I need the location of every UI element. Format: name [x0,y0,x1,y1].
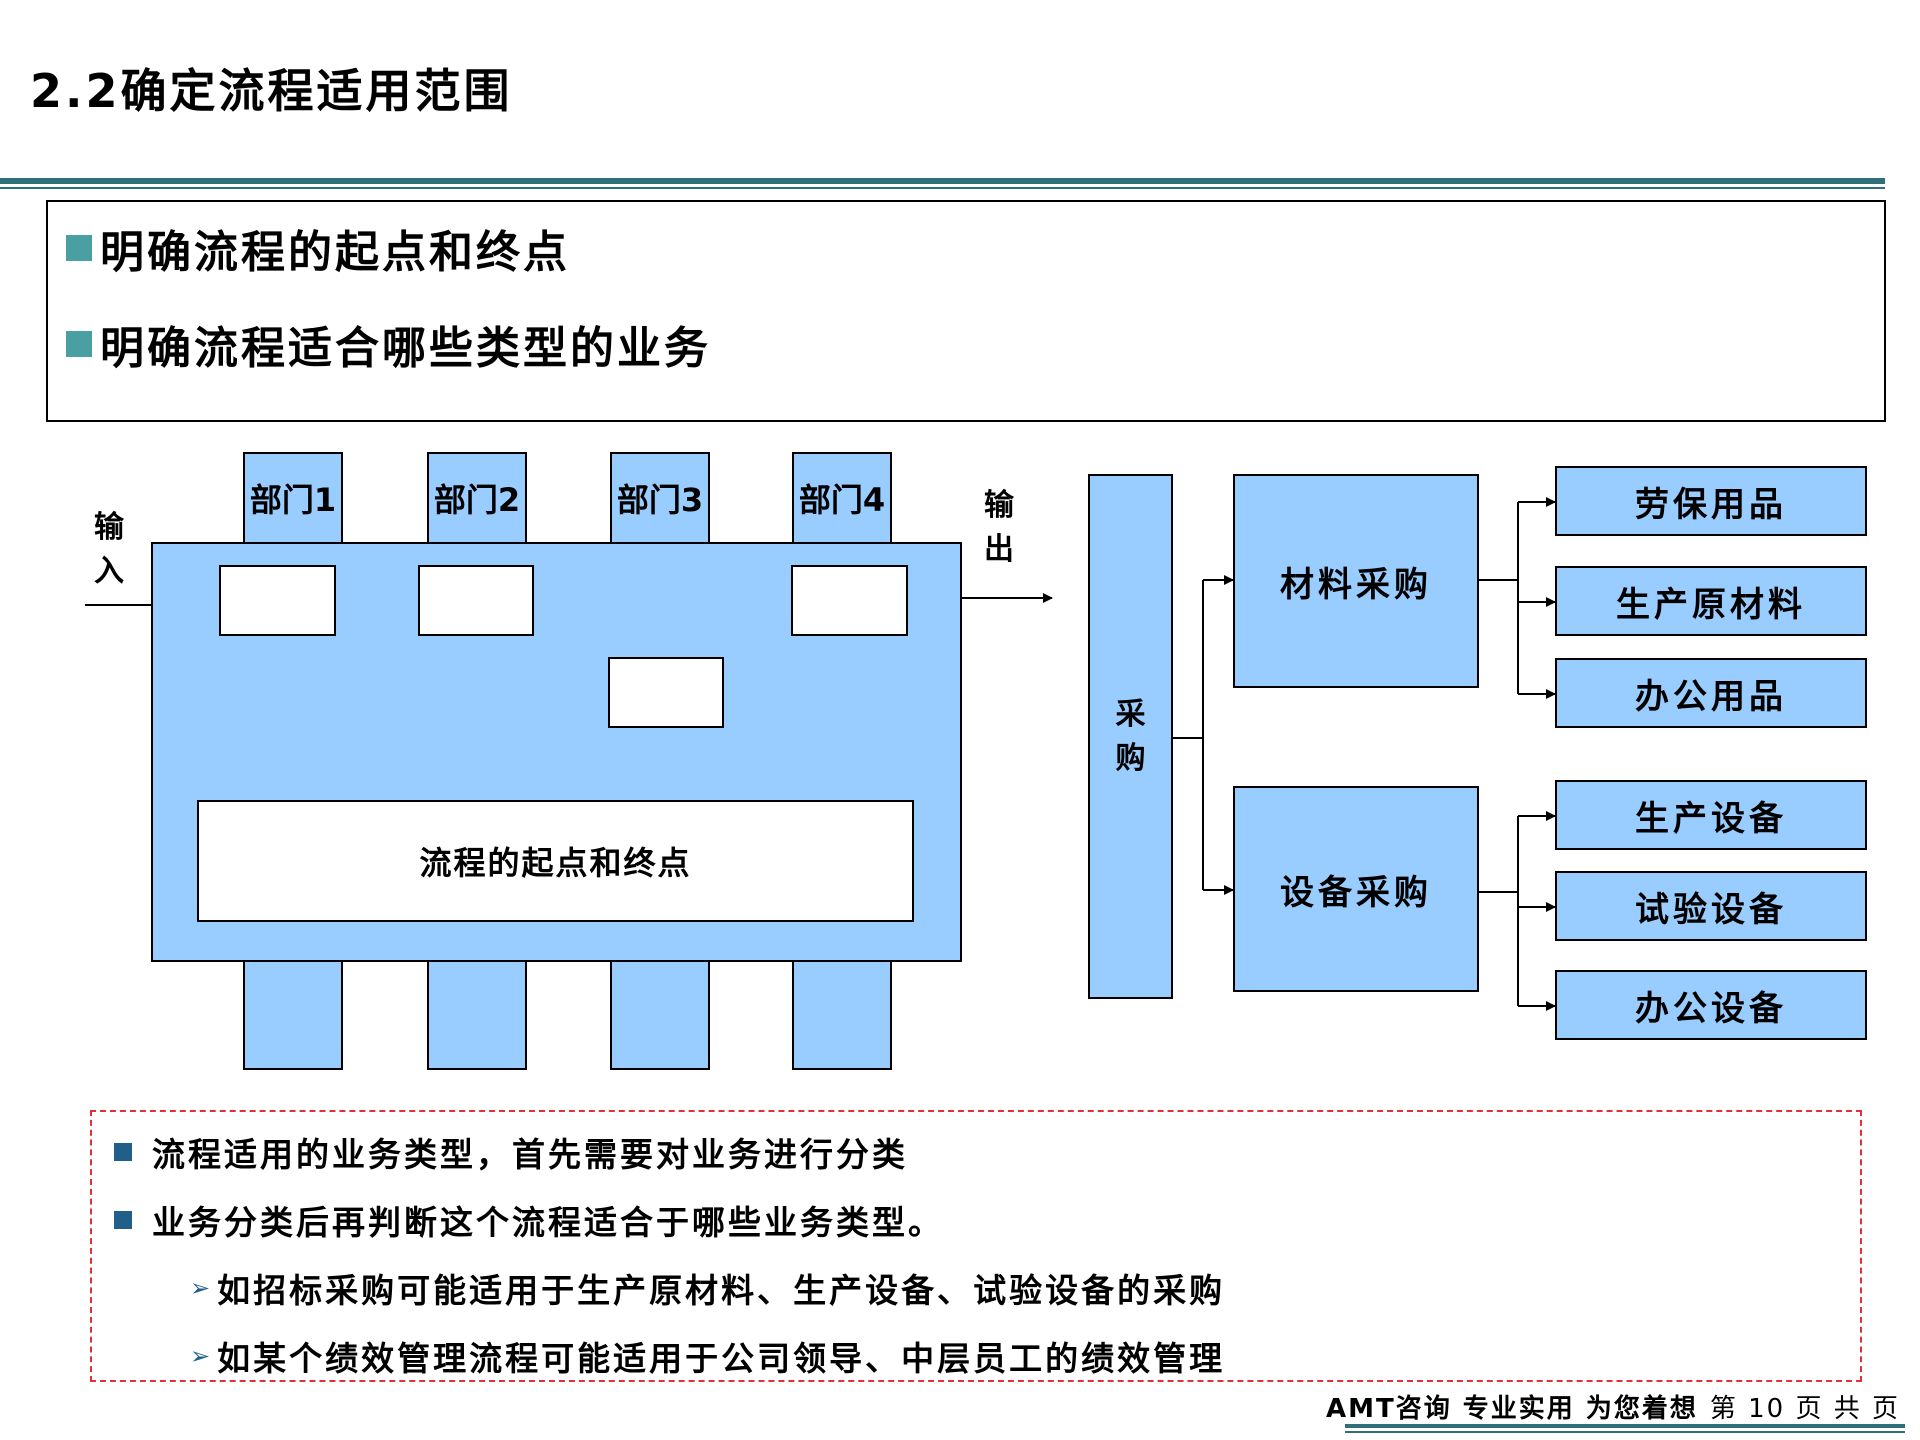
department-tab-bottom [243,958,343,1070]
note-text: 业务分类后再判断这个流程适合于哪些业务类型。 [152,1203,944,1242]
footer-divider-thin [1345,1431,1905,1433]
intro-item: 明确流程适合哪些类型的业务 [66,312,711,376]
process-step [219,565,336,636]
page-number: 第 10 页 共 页 [1709,1394,1900,1424]
leaf-box: 生产设备 [1555,780,1867,850]
department-tab: 部门1 [243,452,343,544]
note-sub-item: ➢ 如招标采购可能适用于生产原材料、生产设备、试验设备的采购 [190,1264,1225,1312]
department-tab: 部门4 [792,452,892,544]
department-tab-bottom [792,958,892,1070]
footer-brand: AMT咨询 专业实用 为您着想 [1326,1394,1698,1424]
note-text: 流程适用的业务类型，首先需要对业务进行分类 [152,1135,908,1174]
leaf-box: 试验设备 [1555,871,1867,941]
tree-root-label: 采购 [1115,696,1146,776]
leaf-label: 试验设备 [1635,889,1787,930]
note-sub-text: 如某个绩效管理流程可能适用于公司领导、中层员工的绩效管理 [217,1339,1226,1378]
square-bullet-icon [66,235,92,261]
intro-box: 明确流程的起点和终点 明确流程适合哪些类型的业务 [46,200,1886,422]
square-bullet-icon [66,331,92,357]
title-divider [0,178,1885,184]
square-bullet-icon [114,1211,132,1229]
intro-item-text: 明确流程适合哪些类型的业务 [100,323,711,374]
note-bullet: 流程适用的业务类型，首先需要对业务进行分类 [114,1128,908,1176]
input-label: 输入 [94,510,124,589]
footer-divider [1345,1424,1905,1428]
category-label: 材料采购 [1280,564,1432,605]
category-label: 设备采购 [1280,872,1432,913]
output-label: 输出 [984,488,1014,567]
intro-item-text: 明确流程的起点和终点 [100,227,570,278]
leaf-box: 办公用品 [1555,658,1867,728]
notes-box: 流程适用的业务类型，首先需要对业务进行分类 业务分类后再判断这个流程适合于哪些业… [90,1110,1862,1382]
intro-item: 明确流程的起点和终点 [66,216,570,280]
department-label: 部门3 [616,481,704,519]
department-label: 部门1 [249,481,337,519]
leaf-label: 办公用品 [1635,676,1787,717]
leaf-label: 劳保用品 [1635,484,1787,525]
start-end-box: 流程的起点和终点 [197,800,914,922]
square-bullet-icon [114,1143,132,1161]
leaf-label: 办公设备 [1635,988,1787,1029]
leaf-box: 劳保用品 [1555,466,1867,536]
process-step [418,565,534,636]
department-tab-bottom [610,958,710,1070]
department-label: 部门2 [433,481,521,519]
process-step [608,657,724,728]
leaf-label: 生产设备 [1635,798,1787,839]
department-label: 部门4 [798,481,886,519]
tree-root: 采购 [1088,474,1173,999]
arrow-bullet-icon: ➢ [190,1342,214,1370]
note-sub-item: ➢ 如某个绩效管理流程可能适用于公司领导、中层员工的绩效管理 [190,1332,1225,1380]
department-tab: 部门3 [610,452,710,544]
category-box: 设备采购 [1233,786,1479,992]
note-bullet: 业务分类后再判断这个流程适合于哪些业务类型。 [114,1196,944,1244]
process-step [791,565,908,636]
leaf-box: 办公设备 [1555,970,1867,1040]
category-box: 材料采购 [1233,474,1479,688]
department-tab: 部门2 [427,452,527,544]
footer: AMT咨询 专业实用 为您着想第 10 页 共 页 [1326,1388,1900,1425]
start-end-label: 流程的起点和终点 [419,844,692,882]
department-tab-bottom [427,958,527,1070]
leaf-box: 生产原材料 [1555,566,1867,636]
note-sub-text: 如招标采购可能适用于生产原材料、生产设备、试验设备的采购 [217,1271,1226,1310]
leaf-label: 生产原材料 [1616,584,1806,625]
page-title: 2.2确定流程适用范围 [30,64,513,118]
arrow-bullet-icon: ➢ [190,1274,214,1302]
title-divider-thin [0,187,1885,189]
